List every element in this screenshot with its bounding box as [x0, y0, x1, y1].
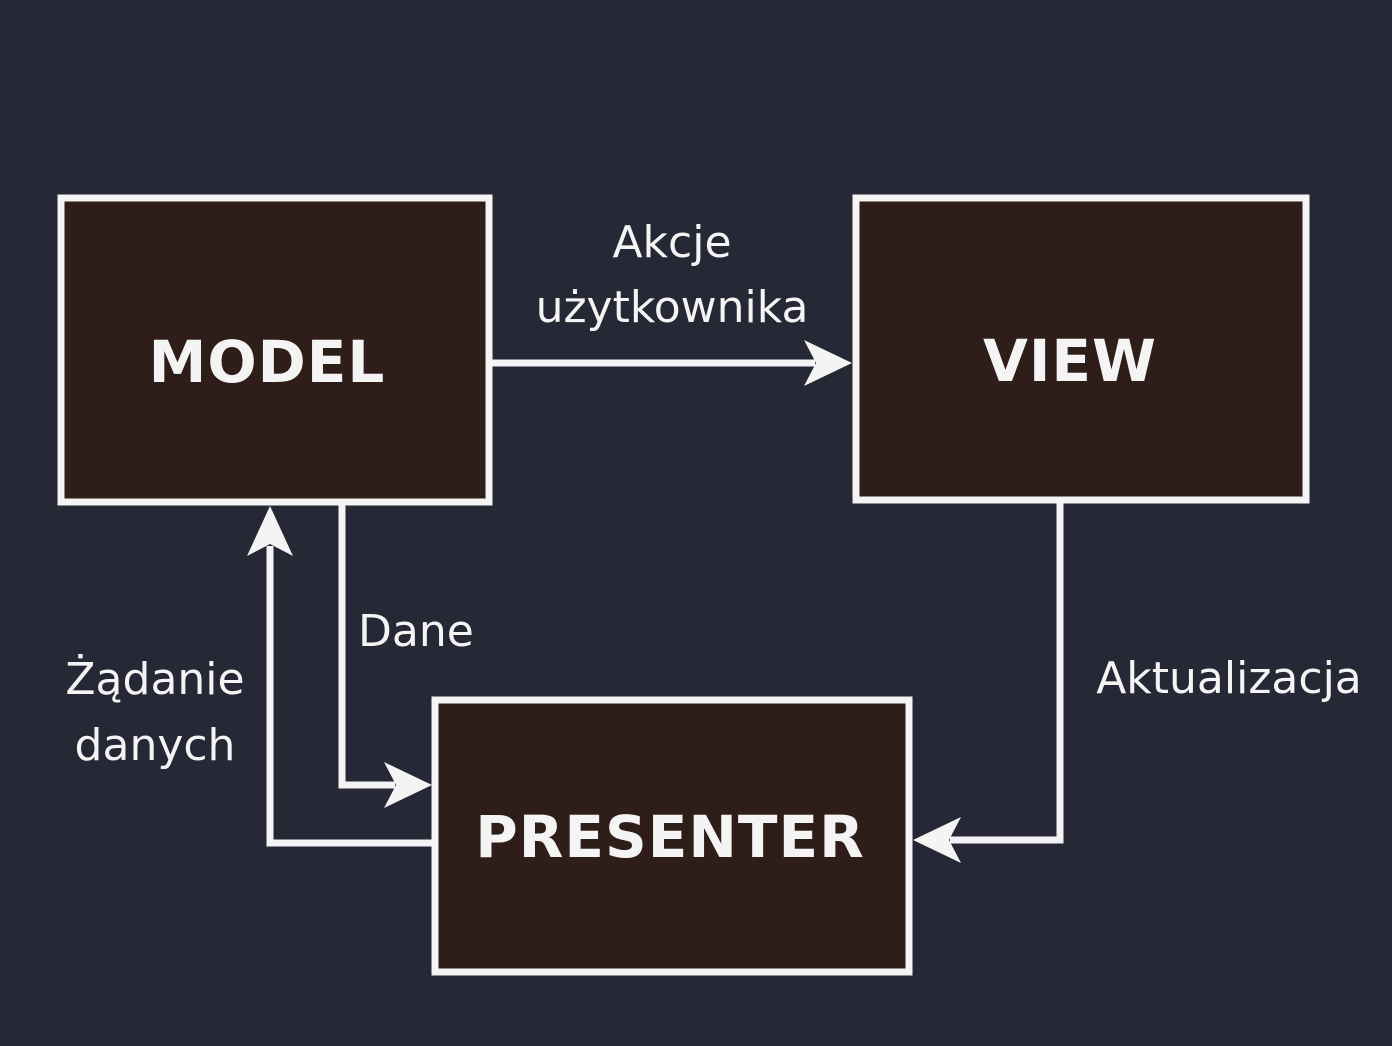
edge-label-danych: danych: [75, 720, 236, 771]
arrowhead-right: [804, 340, 852, 386]
arrowhead-up: [247, 506, 293, 556]
view-node: VIEW: [852, 194, 1310, 504]
edge-label-dane: Dane: [358, 606, 474, 657]
edge-view-to-presenter: Aktualizacja: [913, 503, 1362, 863]
model-box: [57, 194, 493, 506]
view-label: VIEW: [983, 327, 1157, 395]
presenter-label: PRESENTER: [475, 803, 865, 871]
arrow-line: [266, 546, 434, 847]
presenter-box: [431, 696, 913, 976]
edge-label-akcje: Akcje: [612, 217, 731, 268]
presenter-node: PRESENTER: [431, 696, 913, 976]
edge-label-uzytkownika: użytkownika: [536, 282, 809, 333]
edge-model-to-view: Akcje użytkownika: [492, 217, 852, 386]
model-node: MODEL: [57, 194, 493, 506]
arrowhead-right: [384, 762, 432, 808]
arrowhead-left: [913, 817, 961, 863]
edge-label-zadanie: Żądanie: [65, 653, 244, 705]
edge-presenter-to-model: Żądanie danych: [65, 506, 434, 847]
view-box: [852, 194, 1310, 504]
edge-label-aktualizacja: Aktualizacja: [1096, 653, 1362, 704]
edge-model-to-presenter: Dane: [338, 504, 474, 808]
model-label: MODEL: [149, 328, 386, 396]
arrow-line: [338, 504, 395, 789]
arrow-line: [950, 503, 1064, 844]
